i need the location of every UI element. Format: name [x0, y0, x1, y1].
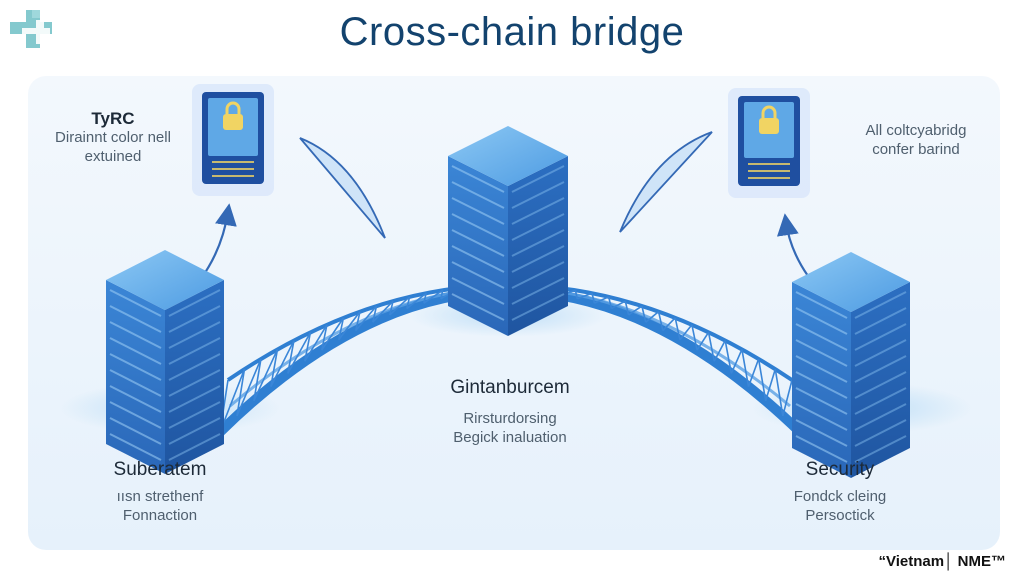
app-logo-icon	[10, 10, 52, 48]
callout-top-left-line2: extuined	[84, 148, 142, 165]
arrow-left-curve-icon	[299, 137, 386, 239]
node-center-line1: Rirsturdorsing	[463, 409, 557, 427]
arrow-left-up-icon	[199, 203, 237, 281]
node-right-line1: Fondck cleing	[793, 487, 887, 505]
node-left-line1: ıısn strethenf	[116, 487, 204, 505]
node-right-line2: Persoctick	[805, 506, 875, 524]
node-center-label: Gintanburcem Rirsturdorsing Begick inalu…	[400, 376, 620, 447]
arrow-right-curve-icon	[619, 131, 713, 233]
node-left-line2: Fonnaction	[122, 506, 198, 524]
node-right-title: Security	[805, 459, 875, 480]
node-center-line2: Begick inaluation	[453, 428, 567, 446]
callout-top-left-title: TyRC	[91, 109, 135, 128]
left-lock-screen-icon	[192, 84, 274, 196]
callout-top-right-line2: confer barind	[872, 140, 960, 158]
node-left-label: Suberatem ıısn strethenf Fonnaction	[70, 458, 250, 525]
watermark: “Vietnam│ NME™	[878, 553, 1006, 570]
center-server-icon	[448, 126, 568, 336]
callout-top-right-line1: All coltcyabridg	[865, 122, 967, 139]
arrow-right-up-icon	[776, 213, 809, 277]
right-server-icon	[792, 252, 910, 478]
callout-top-left-line1: Dirainnt color nell	[55, 129, 171, 147]
callout-top-left: TyRC Dirainnt color nell extuined	[28, 108, 198, 167]
callout-top-right: All coltcyabridg confer barind	[836, 122, 996, 160]
right-lock-screen-icon	[728, 88, 810, 198]
node-left-title: Suberatem	[113, 459, 207, 480]
left-server-icon	[106, 250, 224, 474]
node-right-label: Security Fondck cleing Persoctick	[750, 458, 930, 525]
node-center-title: Gintanburcem	[450, 377, 570, 398]
page-title: Cross-chain bridge	[339, 10, 685, 54]
